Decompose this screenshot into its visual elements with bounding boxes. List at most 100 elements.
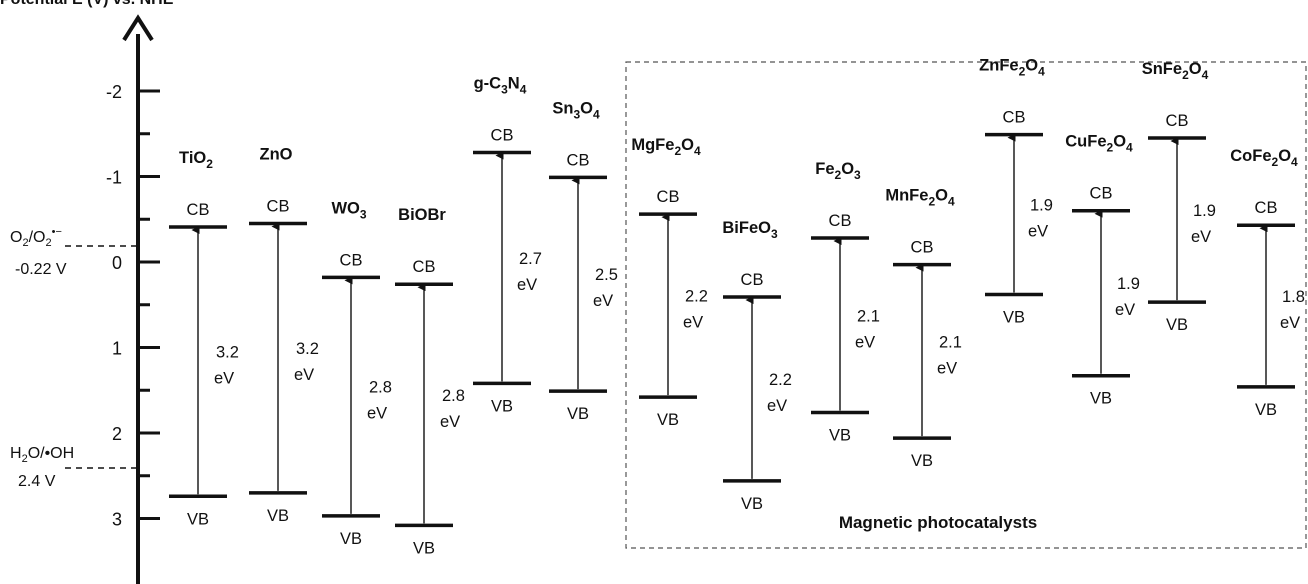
vb-label: VB — [413, 539, 435, 557]
band-gap-unit: eV — [855, 333, 875, 351]
band-gap-unit: eV — [1280, 314, 1300, 332]
tick-label: -2 — [106, 82, 122, 102]
cb-label: CB — [657, 188, 680, 206]
band-gap-value: 2.8 — [442, 387, 465, 405]
tick-label: 3 — [112, 510, 122, 530]
cb-label: CB — [741, 271, 764, 289]
material-name: ZnO — [260, 146, 293, 164]
cb-label: CB — [1255, 199, 1278, 217]
vb-label: VB — [1255, 401, 1277, 419]
band-gap-value: 1.9 — [1193, 202, 1216, 220]
material-name: SnFe2O4 — [1142, 60, 1209, 82]
band-gap-unit: eV — [517, 276, 537, 294]
band-gap-value: 1.9 — [1117, 275, 1140, 293]
y-axis-ticks: -2 -1 0 1 2 3 — [106, 82, 160, 530]
vb-label: VB — [267, 507, 289, 525]
y-axis-arrowhead — [122, 14, 154, 42]
material-name: CoFe2O4 — [1230, 147, 1298, 169]
material-name: MnFe2O4 — [885, 187, 955, 209]
band-gap-unit: eV — [367, 405, 387, 423]
material-name: Sn3O4 — [552, 99, 600, 121]
band-gap-value: 3.2 — [296, 340, 319, 358]
cb-label: CB — [829, 212, 852, 230]
material-name: MgFe2O4 — [631, 136, 701, 158]
band-gap-value: 2.1 — [939, 333, 962, 351]
materials: TiO2CB3.2eVVBZnOCB3.2eVVBWO3CB2.8eVVBBiO… — [169, 57, 1305, 557]
band-gap-value: 2.8 — [369, 379, 392, 397]
group-label: Magnetic photocatalysts — [839, 513, 1037, 532]
vb-label: VB — [1003, 308, 1025, 326]
band-gap-value: 2.2 — [685, 288, 708, 306]
vb-label: VB — [340, 530, 362, 548]
material-name: TiO2 — [179, 149, 213, 171]
group-box — [625, 61, 1307, 549]
tick-label: 0 — [112, 253, 122, 273]
material-name: g-C3N4 — [474, 75, 527, 97]
vb-label: VB — [491, 397, 513, 415]
vb-label: VB — [911, 452, 933, 470]
vb-label: VB — [1090, 390, 1112, 408]
band-gap-unit: eV — [214, 370, 234, 388]
tick-label: 2 — [112, 424, 122, 444]
cb-label: CB — [1166, 112, 1189, 130]
band-gap-unit: eV — [1115, 301, 1135, 319]
band-gap-unit: eV — [1191, 228, 1211, 246]
h2o-reference-value: 2.4 V — [18, 473, 56, 490]
material-zno: ZnO CB 3.2 eV VB — [249, 146, 319, 525]
material-name: BiOBr — [398, 206, 446, 224]
h2o-reference-label: H2O/•OH — [10, 445, 74, 465]
cb-label: CB — [267, 198, 290, 216]
vb-label: VB — [187, 510, 209, 528]
band-gap-value: 2.5 — [595, 266, 618, 284]
band-gap-unit: eV — [1028, 223, 1048, 241]
band-gap-unit: eV — [937, 359, 957, 377]
band-gap-value: 2.2 — [769, 371, 792, 389]
band-gap-value: 2.1 — [857, 307, 880, 325]
cb-label: CB — [1090, 185, 1113, 203]
band-gap-unit: eV — [683, 314, 703, 332]
vb-label: VB — [1166, 316, 1188, 334]
tick-label: -1 — [106, 168, 122, 188]
vb-label: VB — [657, 411, 679, 429]
band-gap-value: 1.8 — [1282, 288, 1305, 306]
material-name: ZnFe2O4 — [979, 57, 1045, 79]
tick-label: 1 — [112, 339, 122, 359]
vb-label: VB — [567, 405, 589, 423]
cb-label: CB — [340, 251, 363, 269]
band-gap-value: 3.2 — [216, 344, 239, 362]
cb-label: CB — [1003, 109, 1026, 127]
material-name: CuFe2O4 — [1065, 133, 1133, 155]
cb-label: CB — [911, 239, 934, 257]
magnetic-photocatalysts-group: Magnetic photocatalysts — [625, 61, 1307, 549]
material-name: WO3 — [331, 199, 366, 221]
o2-reference-label: O2/O2•− — [10, 226, 62, 249]
vb-label: VB — [829, 426, 851, 444]
reference-levels: O2/O2•− -0.22 V H2O/•OH 2.4 V — [10, 226, 136, 490]
cb-label: CB — [491, 127, 514, 145]
band-gap-unit: eV — [294, 366, 314, 384]
band-gap-value: 1.9 — [1030, 197, 1053, 215]
o2-reference-value: -0.22 V — [15, 261, 67, 278]
y-axis-title: Potential E (V) vs. NHE — [0, 0, 174, 8]
cb-label: CB — [187, 201, 210, 219]
band-gap-value: 2.7 — [519, 250, 542, 268]
material-name: BiFeO3 — [722, 219, 778, 241]
band-gap-unit: eV — [593, 292, 613, 310]
band-gap-unit: eV — [440, 413, 460, 431]
material-name: Fe2O3 — [815, 160, 861, 182]
band-gap-unit: eV — [767, 397, 787, 415]
vb-label: VB — [741, 495, 763, 513]
